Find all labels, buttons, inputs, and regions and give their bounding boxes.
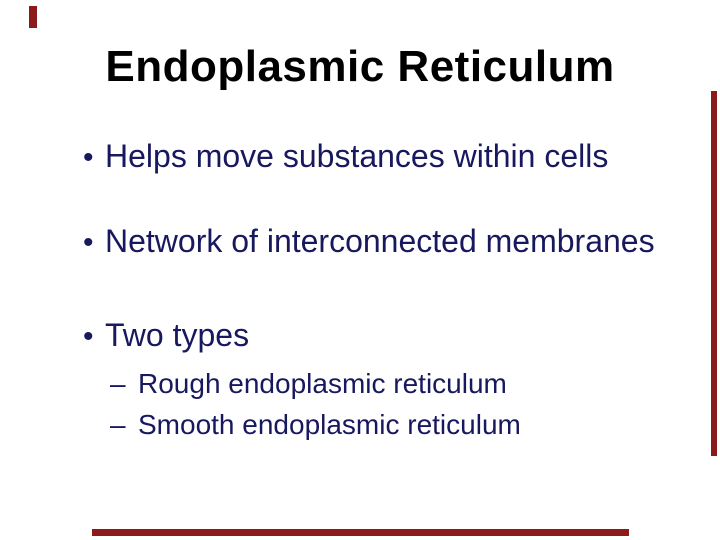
sub-bullet-text: Rough endoplasmic reticulum: [138, 368, 507, 399]
border-accent-right: [711, 91, 717, 456]
border-accent-bottom: [92, 529, 629, 536]
bullet-item: • Two types: [83, 315, 690, 357]
bullet-dot-icon: •: [83, 226, 94, 259]
bullet-text: Helps move substances within cells: [105, 138, 609, 174]
sub-bullet-text: Smooth endoplasmic reticulum: [138, 409, 521, 440]
sub-bullet-item: –Smooth endoplasmic reticulum: [110, 407, 690, 443]
slide-title: Endoplasmic Reticulum: [105, 42, 615, 91]
bullet-item: • Helps move substances within cells: [83, 136, 690, 178]
bullet-dot-icon: •: [83, 141, 94, 174]
bullet-dot-icon: •: [83, 320, 94, 353]
bullet-text: Network of interconnected membranes: [105, 223, 655, 259]
dash-icon: –: [110, 368, 126, 399]
sub-bullet-item: –Rough endoplasmic reticulum: [110, 366, 690, 402]
border-accent-top-left: [29, 6, 37, 28]
bullet-text: Two types: [105, 317, 250, 353]
dash-icon: –: [110, 409, 126, 440]
bullet-item: • Network of interconnected membranes: [83, 221, 690, 263]
